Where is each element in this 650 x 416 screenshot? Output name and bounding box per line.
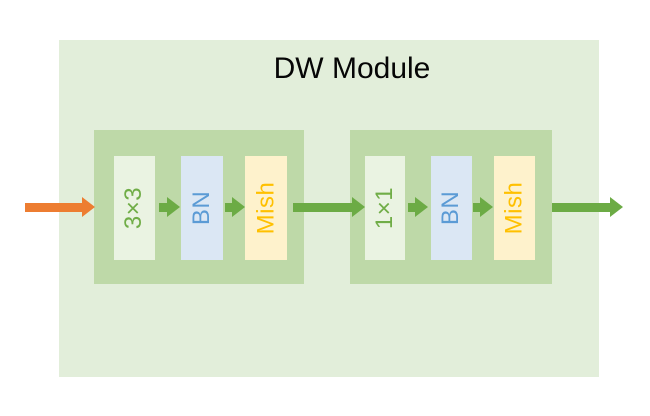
arrow-3x3-to-bn-icon bbox=[159, 197, 180, 218]
arrow-block1-to-block2-icon bbox=[293, 197, 365, 218]
arrow-head bbox=[82, 197, 95, 217]
input-arrow-icon bbox=[25, 197, 95, 218]
arrow-head bbox=[415, 197, 428, 217]
mish-label-2: Mish bbox=[500, 181, 528, 235]
conv-3x3-label: 3×3 bbox=[120, 186, 148, 230]
arrow-shaft bbox=[159, 203, 168, 212]
conv-1x1-label: 1×1 bbox=[371, 186, 398, 230]
conv-1x1-box: 1×1 bbox=[365, 156, 405, 260]
arrow-bn-to-mish-1-icon bbox=[225, 197, 245, 218]
batchnorm-box-2: BN bbox=[431, 156, 472, 260]
arrow-head bbox=[167, 197, 180, 217]
arrow-bn-to-mish-2-icon bbox=[473, 197, 493, 218]
batchnorm-box-1: BN bbox=[181, 156, 223, 260]
arrow-shaft bbox=[473, 203, 481, 212]
conv-block-1x1: 1×1 BN Mish bbox=[350, 130, 552, 284]
arrow-shaft bbox=[225, 203, 233, 212]
conv-3x3-box: 3×3 bbox=[114, 156, 155, 260]
output-arrow-icon bbox=[552, 197, 623, 218]
arrow-1x1-to-bn-icon bbox=[408, 197, 428, 218]
arrow-head bbox=[480, 197, 493, 217]
arrow-shaft bbox=[293, 203, 353, 212]
batchnorm-label-1: BN bbox=[188, 190, 215, 226]
arrow-head bbox=[352, 197, 365, 217]
arrow-shaft bbox=[408, 203, 416, 212]
arrow-head bbox=[232, 197, 245, 217]
mish-box-1: Mish bbox=[245, 156, 287, 260]
conv-block-3x3: 3×3 BN Mish bbox=[94, 130, 304, 284]
arrow-shaft bbox=[552, 203, 611, 212]
mish-label-1: Mish bbox=[252, 181, 280, 235]
diagram-title: DW Module bbox=[273, 52, 431, 85]
arrow-head bbox=[610, 197, 623, 217]
mish-box-2: Mish bbox=[494, 156, 535, 260]
arrow-shaft bbox=[25, 203, 83, 212]
batchnorm-label-2: BN bbox=[437, 190, 465, 226]
